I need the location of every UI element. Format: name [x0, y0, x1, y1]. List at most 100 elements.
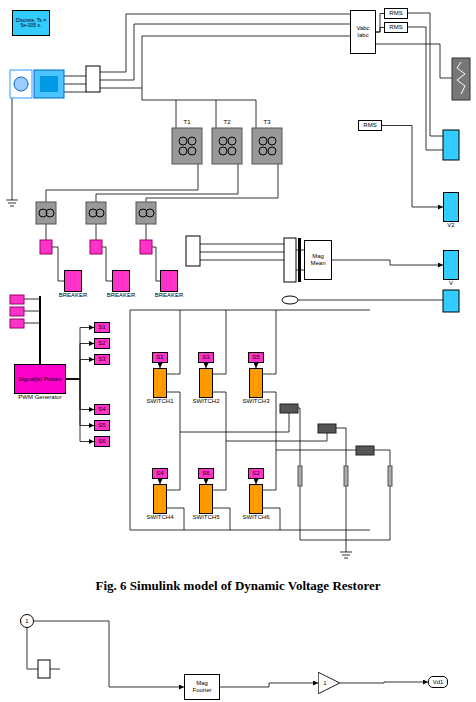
- transformer-symbol: [172, 128, 282, 164]
- wire: [24, 299, 40, 323]
- block-label: SWITCH2: [193, 398, 220, 405]
- block-label: S1: [98, 324, 105, 331]
- wire: [167, 508, 280, 530]
- measurement-block: [86, 66, 100, 92]
- series-transformer-symbol: [46, 209, 54, 217]
- wire: [180, 413, 356, 450]
- from-tag: S5: [248, 352, 264, 363]
- block-label: V: [449, 280, 453, 287]
- filter-block: [90, 240, 102, 254]
- block-label: S6: [98, 438, 105, 445]
- wire: [6, 13, 452, 669]
- breaker-block: BREAKER: [160, 270, 178, 292]
- block-label: BREAKER: [59, 292, 88, 299]
- block-label: Iabc: [357, 32, 368, 39]
- pulse-bus: [39, 296, 41, 364]
- block-label: 1: [323, 680, 326, 687]
- wire: [46, 224, 146, 240]
- ideal-switch: SWITCH3: [249, 368, 263, 398]
- current-measurement: [318, 424, 336, 433]
- from-tag: S2: [248, 468, 264, 479]
- transformer-symbol: [172, 128, 202, 164]
- transformer-label: T2: [223, 119, 230, 126]
- ideal-switch: SWITCH4: [153, 484, 167, 514]
- load-block: [452, 58, 470, 100]
- signal-line: [66, 379, 94, 442]
- block-label: BREAKER: [107, 292, 136, 299]
- block-label: Mag: [312, 253, 324, 260]
- block-label: S3: [98, 356, 105, 363]
- scope-block: V2: [443, 192, 459, 222]
- current-measurement: [280, 404, 374, 455]
- series-transformer-symbol: [136, 202, 156, 224]
- from-tag: S6: [198, 468, 214, 479]
- transformer-symbol: [179, 147, 187, 155]
- block-label: Mean: [310, 260, 325, 267]
- fourier-block: MagFourier: [184, 674, 220, 700]
- wire: [376, 13, 452, 150]
- block-label: S5: [252, 354, 259, 361]
- wire: [298, 408, 390, 466]
- breaker-block: BREAKER: [112, 270, 130, 292]
- block-label: S6: [202, 470, 209, 477]
- transformer-symbol: [268, 147, 276, 155]
- wire: [46, 164, 278, 202]
- block-label: RMS: [389, 10, 402, 17]
- goto-tag: S1: [94, 322, 110, 333]
- series-transformer-symbol: [146, 209, 154, 217]
- series-transformer-symbol: [36, 202, 156, 224]
- capacitor-symbol: [298, 466, 392, 486]
- source-block: [14, 77, 28, 91]
- abc-block: [284, 238, 296, 282]
- goto-tag: S4: [94, 404, 110, 415]
- transformer-symbol: [188, 147, 196, 155]
- block-label: Vabc: [356, 25, 369, 32]
- signal-line: [332, 260, 443, 265]
- block-label: SWITCH1: [147, 398, 174, 405]
- block-label: S3: [202, 354, 209, 361]
- block-label: Vd1: [433, 679, 444, 686]
- block-label: V2: [447, 222, 454, 229]
- three-phase-block: [34, 70, 64, 98]
- from-tag: S1: [152, 352, 168, 363]
- abc-block: [186, 236, 200, 266]
- goto-tag: S3: [94, 354, 110, 365]
- block-label: PWM Generator: [18, 394, 61, 401]
- wire: [298, 300, 443, 301]
- pulse-generator: Signal(s) PulsesPWM Generator: [14, 364, 66, 394]
- from-tag: [10, 295, 24, 328]
- from-tag: [10, 295, 24, 304]
- transformer-symbol: [179, 137, 276, 155]
- series-transformer-symbol: [96, 209, 104, 217]
- transformer-symbol: [228, 147, 236, 155]
- ideal-switch: SWITCH5: [199, 484, 213, 514]
- wire: [6, 98, 18, 206]
- wire: [142, 88, 256, 128]
- series-transformer-symbol: [36, 202, 56, 224]
- rms-block: RMS: [384, 22, 408, 33]
- transformer-symbol: [188, 137, 196, 145]
- abc-block: [186, 236, 301, 304]
- scope-block: V: [443, 250, 459, 280]
- transformer-symbol: [219, 137, 227, 145]
- block-label: SWITCH3: [243, 398, 270, 405]
- block-label: S4: [156, 470, 163, 477]
- block-label: Fourier: [192, 687, 211, 694]
- three-phase-block: [40, 76, 58, 92]
- signal-line: [66, 360, 94, 380]
- subsystem-block: [38, 660, 50, 678]
- subsystem-block: [38, 660, 50, 678]
- goto-tag: S6: [94, 436, 110, 447]
- transformer-symbol: [259, 137, 267, 145]
- signal-line: [220, 683, 318, 687]
- signal-line: [340, 682, 428, 683]
- transformer-symbol: [259, 147, 267, 155]
- transformer-symbol: [179, 137, 187, 145]
- vi-measurement: VabcIabc: [350, 10, 376, 54]
- block-label: S1: [156, 354, 163, 361]
- transformer-label: T3: [263, 119, 270, 126]
- current-measurement: [280, 404, 298, 413]
- inport: 1: [20, 614, 34, 628]
